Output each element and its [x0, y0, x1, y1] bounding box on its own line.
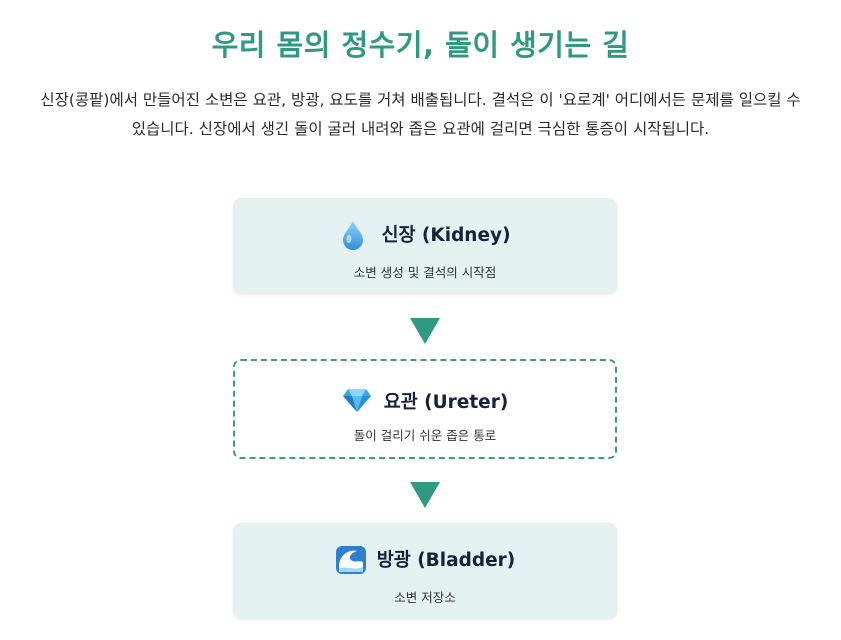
- node-kidney: 신장 (Kidney) 소변 생성 및 결석의 시작점: [233, 198, 617, 294]
- node-ureter-desc: 돌이 걸리기 쉬운 좁은 통로: [353, 428, 497, 443]
- node-ureter-title: 요관 (Ureter): [383, 392, 509, 413]
- page-title: 우리 몸의 정수기, 돌이 생기는 길: [211, 28, 630, 62]
- droplet-icon: [339, 220, 367, 250]
- node-kidney-desc: 소변 생성 및 결석의 시작점: [353, 265, 497, 280]
- arrow-down-icon: [410, 318, 440, 344]
- gem-icon: [342, 387, 371, 415]
- node-bladder-title: 방광 (Bladder): [376, 550, 516, 571]
- node-kidney-title: 신장 (Kidney): [381, 225, 511, 246]
- node-bladder-desc: 소변 저장소: [394, 590, 456, 605]
- arrow-down-icon: [410, 482, 440, 508]
- water-wave-icon: [335, 545, 366, 574]
- intro-paragraph: 신장(콩팥)에서 만들어진 소변은 요관, 방광, 요도를 거쳐 배출됩니다. …: [40, 91, 801, 138]
- node-ureter: 요관 (Ureter) 돌이 걸리기 쉬운 좁은 통로: [233, 359, 617, 459]
- node-bladder: 방광 (Bladder) 소변 저장소: [233, 523, 617, 619]
